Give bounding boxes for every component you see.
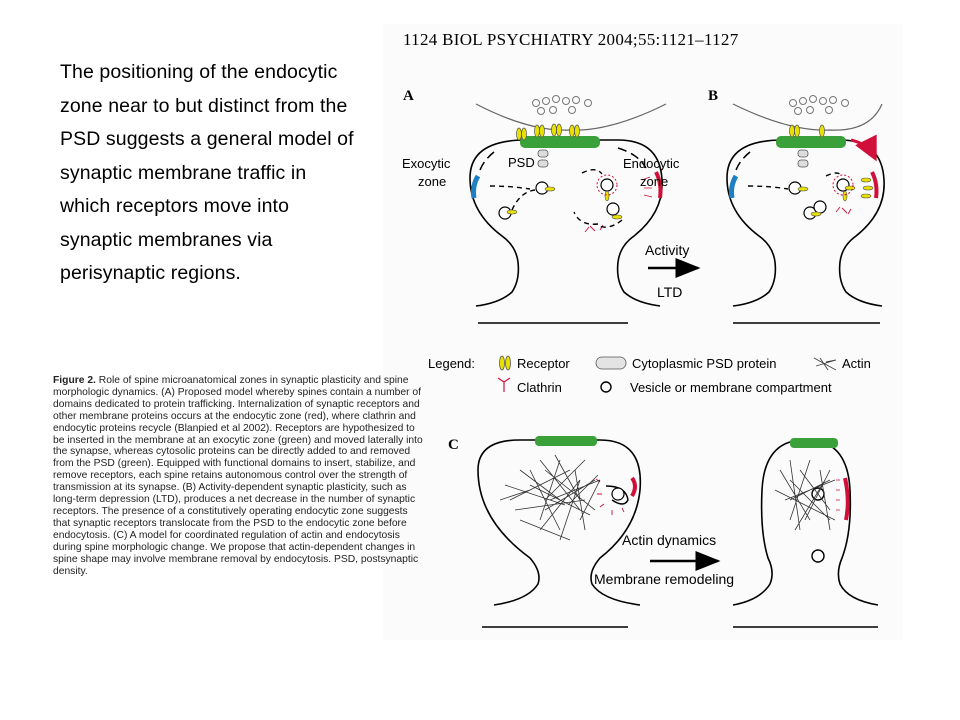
exocytic-zone-label-1: Exocytic xyxy=(402,156,451,171)
panel-c-label: C xyxy=(448,437,459,453)
psd-bar-a xyxy=(520,136,600,148)
actin-filaments-left xyxy=(499,454,601,541)
panel-b: B xyxy=(708,88,885,324)
caption-label: Figure 2. xyxy=(53,375,96,386)
legend-clathrin: Clathrin xyxy=(517,380,562,395)
spine-membrane-c-right xyxy=(732,441,879,606)
legend: Legend: Receptor Cytoplasmic PSD protein… xyxy=(428,355,871,395)
exocytic-zone-label-2: zone xyxy=(418,174,446,189)
panel-a-label: A xyxy=(403,88,414,104)
presynaptic-vesicles xyxy=(532,95,592,115)
endocytic-zone-label-2: zone xyxy=(640,174,668,189)
legend-cyto-psd: Cytoplasmic PSD protein xyxy=(632,356,777,371)
slide-body-text: The positioning of the endocytic zone ne… xyxy=(60,61,354,284)
figure-panel xyxy=(383,24,903,640)
psd-label: PSD xyxy=(508,155,535,170)
endocytic-zone-label-1: Endocytic xyxy=(623,156,680,171)
panel-c: C xyxy=(448,436,879,628)
activity-arrow-group: Activity LTD xyxy=(645,242,701,300)
figure-caption: Figure 2. Role of spine microanatomical … xyxy=(53,375,423,577)
journal-header: 1124 BIOL PSYCHIATRY 2004;55:1121–1127 xyxy=(403,30,739,49)
panel-b-label: B xyxy=(708,88,718,104)
actin-dynamics-arrow-group: Actin dynamics Membrane remodeling xyxy=(594,532,734,587)
receptors-a xyxy=(516,123,580,141)
actin-filaments-right xyxy=(774,459,836,531)
panel-a: A xyxy=(402,88,680,324)
activity-label: Activity xyxy=(645,242,689,258)
caption-text: Role of spine microanatomical zones in s… xyxy=(53,375,423,577)
legend-title: Legend: xyxy=(428,356,475,371)
legend-receptor: Receptor xyxy=(517,356,570,371)
membrane-remodeling-label: Membrane remodeling xyxy=(594,571,734,587)
ltd-label: LTD xyxy=(657,284,682,300)
actin-dynamics-label: Actin dynamics xyxy=(622,532,716,548)
legend-actin: Actin xyxy=(842,356,871,371)
legend-vesicle: Vesicle or membrane compartment xyxy=(630,380,832,395)
